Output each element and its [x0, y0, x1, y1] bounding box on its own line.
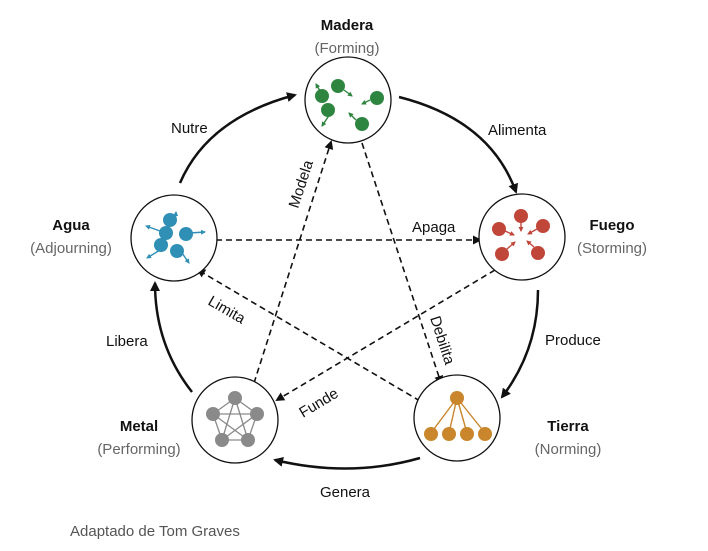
arrow-agua-to-madera: [178, 92, 297, 184]
metal-name: Metal: [120, 418, 158, 435]
fuego-name: Fuego: [590, 217, 635, 234]
node-agua: [130, 194, 218, 282]
arrow-madera-to-fuego: [398, 95, 518, 194]
arrow-tierra-limita-agua: [196, 268, 421, 402]
node-madera: [304, 56, 392, 144]
agua-stage: (Adjourning): [30, 240, 112, 257]
forming-icon: [315, 79, 384, 131]
performing-icon: [206, 391, 264, 447]
label-funde: Funde: [296, 385, 341, 421]
arrow-fuego-funde-metal: [275, 269, 496, 402]
node-metal: [191, 376, 279, 464]
label-libera: Libera: [106, 333, 148, 350]
label-debilita: Debilita: [426, 314, 458, 367]
label-modela: Modela: [286, 158, 318, 211]
madera-name: Madera: [321, 17, 374, 34]
arrow-fuego-to-tierra: [500, 289, 540, 399]
label-apaga: Apaga: [412, 219, 456, 236]
label-limita: Limita: [205, 293, 249, 328]
adjourning-icon: [145, 211, 206, 264]
arrow-metal-modela-madera: [253, 140, 334, 384]
arrow-madera-debilita-tierra: [361, 142, 444, 385]
label-alimenta: Alimenta: [488, 122, 547, 139]
label-genera: Genera: [320, 484, 371, 501]
arrow-metal-to-agua: [150, 281, 193, 393]
tierra-stage: (Norming): [535, 441, 602, 458]
credit-text: Adaptado de Tom Graves: [70, 523, 240, 540]
storming-icon: [492, 209, 550, 261]
label-produce: Produce: [545, 332, 601, 349]
metal-stage: (Performing): [97, 441, 180, 458]
label-nutre: Nutre: [171, 120, 208, 137]
agua-name: Agua: [52, 217, 90, 234]
fuego-stage: (Storming): [577, 240, 647, 257]
norming-icon: [424, 391, 492, 441]
node-fuego: [478, 193, 566, 281]
tierra-name: Tierra: [547, 418, 589, 435]
arrow-tierra-to-metal: [273, 456, 421, 470]
madera-stage: (Forming): [314, 40, 379, 57]
node-tierra: [413, 374, 501, 462]
